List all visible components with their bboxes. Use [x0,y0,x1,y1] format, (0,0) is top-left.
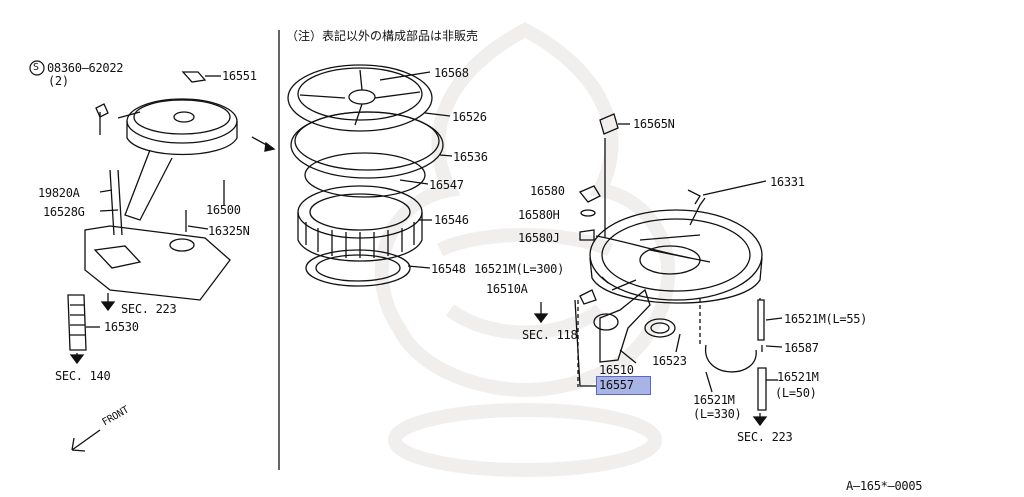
part-16500[interactable]: 16500 [206,203,241,217]
part-16523[interactable]: 16523 [652,354,687,368]
part-16528G[interactable]: 16528G [43,205,85,219]
sec-223-left[interactable]: SEC. 223 [121,302,177,316]
highlight-box-16557 [596,376,651,395]
bolt-symbol: S [33,62,39,73]
part-19820A[interactable]: 19820A [38,186,80,200]
part-16580[interactable]: 16580 [530,184,565,198]
bolt-symbol-circle [30,61,44,75]
part-16331[interactable]: 16331 [770,175,805,189]
sec-118[interactable]: SEC. 118 [522,328,578,342]
part-16526[interactable]: 16526 [452,110,487,124]
part-16580H[interactable]: 16580H [518,208,560,222]
watermark-emblem [300,10,750,490]
part-16521M-a-length: (L=330) [693,407,742,421]
sec-223-right[interactable]: SEC. 223 [737,430,793,444]
part-16530[interactable]: 16530 [104,320,139,334]
part-16557[interactable]: 16557 [599,378,634,392]
part-16536[interactable]: 16536 [453,150,488,164]
bolt-number[interactable]: 08360–62022 [47,61,124,75]
part-16521M-a[interactable]: 16521M [693,393,735,407]
part-16521M-l300[interactable]: 16521M(L=300) [474,262,565,276]
part-16510A[interactable]: 16510A [486,282,528,296]
sec-140[interactable]: SEC. 140 [55,369,111,383]
part-16551[interactable]: 16551 [222,69,257,83]
diagram-code: A–165*–0005 [846,479,923,493]
part-16521M-l55[interactable]: 16521M(L=55) [784,312,868,326]
part-16565N[interactable]: 16565N [633,117,675,131]
part-16580J[interactable]: 16580J [518,231,560,245]
bolt-qty: (2) [48,74,69,88]
part-16510[interactable]: 16510 [599,363,634,377]
part-16548[interactable]: 16548 [431,262,466,276]
part-16325N[interactable]: 16325N [208,224,250,238]
part-16568[interactable]: 16568 [434,66,469,80]
part-16546[interactable]: 16546 [434,213,469,227]
note-text: （注）表記以外の構成部品は非販売 [286,29,479,43]
part-16587[interactable]: 16587 [784,341,819,355]
part-16521M-b-length: (L=50) [775,386,817,400]
part-16521M-b[interactable]: 16521M [777,370,819,384]
part-16547[interactable]: 16547 [429,178,464,192]
